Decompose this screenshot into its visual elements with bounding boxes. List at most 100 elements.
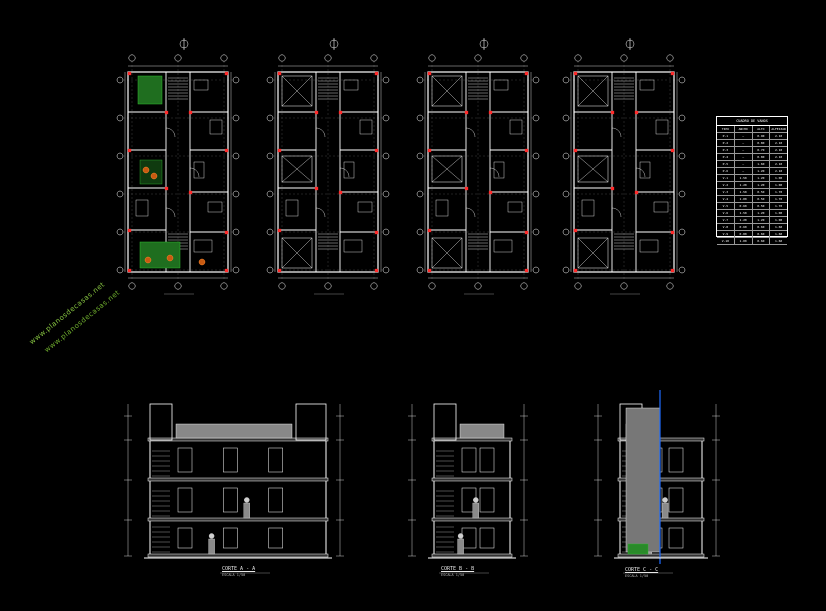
- grid-bubble-left: [416, 228, 424, 236]
- grid-bubble-left: [116, 266, 124, 274]
- grid-bubble: [428, 282, 436, 290]
- grid-bubble-right: [382, 152, 390, 160]
- light-well: [431, 75, 463, 107]
- grid-bubble: [324, 282, 332, 290]
- window-opening: [268, 487, 283, 513]
- floor-slab: [147, 477, 329, 482]
- grid-bubble-right: [232, 266, 240, 274]
- schedule-cell: 1.20: [735, 182, 753, 188]
- window-opening: [461, 447, 477, 473]
- schedule-cell: P-3: [717, 147, 735, 153]
- schedule-header-row: TIPO ANCHO ALTO ALFEIZAR: [717, 126, 787, 133]
- furniture-block: [509, 119, 523, 135]
- light-well-cross: [577, 75, 609, 107]
- floor-plan-2: [266, 38, 390, 295]
- grid-bubble: [574, 282, 582, 290]
- grid-bubble-left: [266, 228, 274, 236]
- schedule-cell: 0.80: [753, 140, 771, 146]
- furniture-block: [655, 119, 669, 135]
- window-opening: [668, 527, 684, 549]
- schedule-cell: P-5: [717, 161, 735, 167]
- structural-column: [670, 230, 675, 235]
- furniture-block: [507, 201, 523, 213]
- human-figure: [661, 502, 669, 519]
- schedule-cell: 2.10: [775, 155, 783, 159]
- structural-column: [188, 110, 193, 115]
- grid-bubble-right: [382, 190, 390, 198]
- furniture-block: [639, 239, 659, 253]
- schedule-cell: 1.60: [775, 232, 783, 236]
- window-opening: [177, 447, 193, 473]
- grid-bubble-right: [678, 190, 686, 198]
- door-swing: [315, 207, 326, 218]
- door-swing: [465, 127, 476, 138]
- floor-slab: [617, 517, 705, 522]
- door-swing: [635, 167, 646, 178]
- schedule-col-width: ANCHO: [735, 126, 753, 132]
- structural-column: [224, 148, 229, 153]
- grid-bubble-left: [266, 266, 274, 274]
- grid-bubble-right: [532, 114, 540, 122]
- stair-tower: [295, 403, 327, 441]
- door-swing: [315, 127, 326, 138]
- section-b-b-title: CORTE B - B: [441, 566, 475, 572]
- grid-bubble-left: [562, 152, 570, 160]
- furniture-block: [653, 201, 669, 213]
- schedule-cell: 1.50: [735, 189, 753, 195]
- structural-column: [314, 110, 319, 115]
- plant-icon: [144, 256, 152, 264]
- structural-column: [524, 268, 529, 273]
- grid-bubble: [324, 54, 332, 62]
- section-a-a: [124, 403, 344, 574]
- furniture-block: [493, 239, 513, 253]
- plant-icon: [166, 254, 174, 262]
- schedule-cell: 1.70: [775, 197, 783, 201]
- grid-bubble-right: [532, 228, 540, 236]
- structural-column: [277, 148, 282, 153]
- floor-slab: [147, 437, 329, 442]
- schedule-cell: 2.10: [775, 169, 783, 173]
- schedule-cell: 1.00: [735, 238, 753, 244]
- schedule-cell: 1.20: [753, 168, 771, 174]
- schedule-cell: 1.20: [735, 217, 753, 223]
- furniture-block: [285, 199, 299, 217]
- light-well-cross: [281, 237, 313, 269]
- structural-column: [427, 268, 432, 273]
- garden-area: [137, 75, 163, 105]
- grid-bubble: [128, 282, 136, 290]
- grid-bubble: [620, 54, 628, 62]
- schedule-cell: 0.50: [753, 189, 771, 195]
- window-opening: [668, 447, 684, 473]
- openings-schedule-table: CUADRO DE VANOS TIPO ANCHO ALTO ALFEIZAR…: [716, 116, 788, 245]
- structural-column: [164, 186, 169, 191]
- grid-bubble-left: [562, 266, 570, 274]
- grid-bubble: [474, 54, 482, 62]
- grid-bubble-left: [416, 114, 424, 122]
- window-opening: [268, 447, 283, 473]
- light-well-cross: [431, 155, 463, 183]
- door-swing: [611, 127, 622, 138]
- schedule-cell: 0.60: [753, 238, 771, 244]
- schedule-cell: 1.20: [753, 182, 771, 188]
- grid-bubble-right: [532, 152, 540, 160]
- schedule-cell: 1.20: [753, 175, 771, 181]
- roof-hatch: [175, 423, 293, 439]
- structural-column: [670, 148, 675, 153]
- outer-wall: [127, 71, 229, 273]
- schedule-cell: V-4: [717, 196, 735, 202]
- section-b-b-scale: ESCALA 1/50: [441, 573, 465, 577]
- structural-column: [314, 186, 319, 191]
- grid-bubble-left: [562, 114, 570, 122]
- schedule-cell: 1.60: [753, 161, 771, 167]
- grid-bubble-left: [116, 228, 124, 236]
- human-figure: [473, 497, 479, 503]
- furniture-block: [207, 201, 223, 213]
- schedule-cell: 2.10: [775, 141, 783, 145]
- structural-column: [573, 148, 578, 153]
- grid-bubble-right: [678, 114, 686, 122]
